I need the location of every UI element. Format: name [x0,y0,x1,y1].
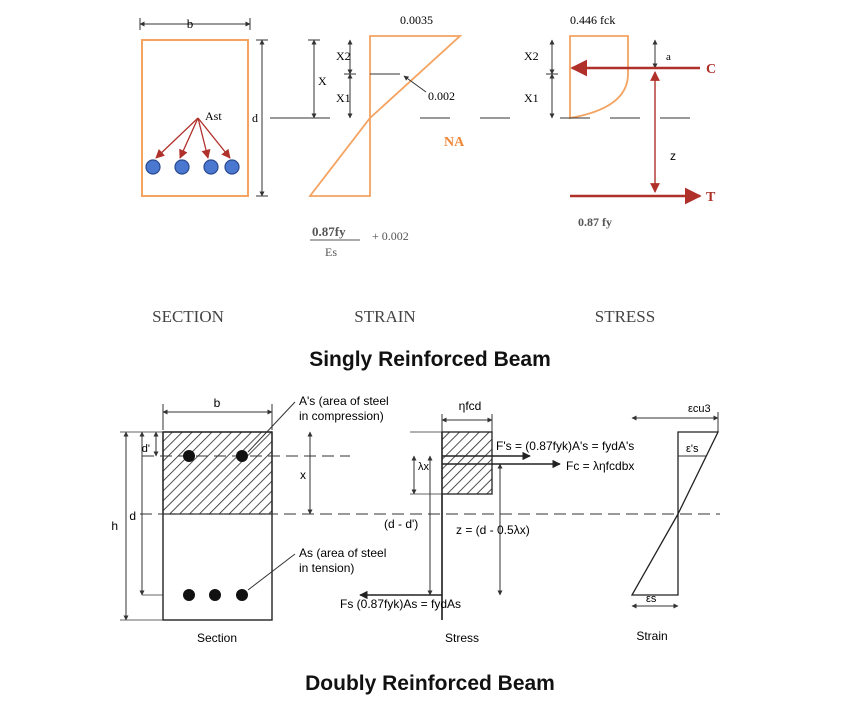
section-caption: SECTION [152,307,224,326]
stress-caption: STRESS [595,307,655,326]
neutral-axis-label: NA [444,135,465,150]
stress-a-label: a [666,51,671,63]
strain-x1-label: X1 [336,91,351,105]
tens-steel-line2: in tension) [299,561,354,575]
doubly-strain: εcu3 ε's εs Strain [630,403,720,643]
tension-force-label: T [706,190,716,205]
doubly-dprime-label: d' [142,443,150,455]
strain-es-label: εs [646,593,657,605]
singly-strain: 0.0035 X X2 X1 0.002 NA 0.87fy Es + 0.00… [270,13,510,259]
stress-lambda-x-label: λx [418,461,430,473]
section-b-label: b [187,16,194,31]
strain-caption: STRAIN [354,307,415,326]
doubly-d-label: d [129,509,136,523]
singly-section: b d Ast [139,16,268,197]
doubly-stress: ηfcd λx (d - d') z = (d - 0.5λx) F's = (… [340,399,634,645]
strain-top-label: 0.0035 [400,13,433,27]
section-d-label: d [252,111,258,125]
tens-steel-line1: As (area of steel [299,546,386,560]
strain-mid-label: 0.002 [428,89,455,103]
doubly-section: b h d d' x A's (area of steel in compres… [111,394,720,645]
doubly-h-label: h [111,519,118,533]
doubly-section-caption: Section [197,631,237,645]
stress-fc-label: Fc = ληfcdbx [566,459,634,473]
strain-ecu3-label: εcu3 [688,403,711,415]
stress-fs-tens-label: Fs (0.87fyk)As = fydAs [340,597,461,611]
rebars-singly [145,159,240,175]
doubly-strain-caption: Strain [636,629,667,643]
strain-x-label: X [318,74,327,88]
stress-eta-fcd-label: ηfcd [459,399,482,413]
singly-stress: 0.446 fck X2 X1 a C z T 0.87 fy [524,13,716,229]
stress-x1-label: X1 [524,91,539,105]
comp-steel-line1: A's (area of steel [299,394,389,408]
stress-fs-comp-label: F's = (0.87fyk)A's = fydA's [496,439,634,453]
section-outline [141,39,249,197]
strain-bottom-denominator: Es [325,245,337,259]
stress-x2-label: X2 [524,49,539,63]
strain-bottom-plus: + 0.002 [372,229,409,243]
singly-title: Singly Reinforced Beam [309,348,551,371]
doubly-x-label: x [300,468,306,482]
doubly-b-label: b [214,396,221,410]
stress-bottom-label: 0.87 fy [578,215,612,229]
strain-bottom-numerator: 0.87fy [312,224,346,239]
stress-top-label: 0.446 fck [570,13,615,27]
comp-steel-line2: in compression) [299,409,384,423]
doubly-stress-caption: Stress [445,631,479,645]
strain-x2-label: X2 [336,49,351,63]
stress-d-minus-label: (d - d') [384,517,418,531]
strain-es-prime-label: ε's [686,443,699,455]
stress-z-label: z = (d - 0.5λx) [456,523,530,537]
section-ast-label: Ast [205,109,222,123]
stress-block [441,431,493,495]
lever-arm-z-label: z [670,149,676,163]
compression-force-label: C [706,62,716,77]
doubly-title: Doubly Reinforced Beam [305,672,555,695]
